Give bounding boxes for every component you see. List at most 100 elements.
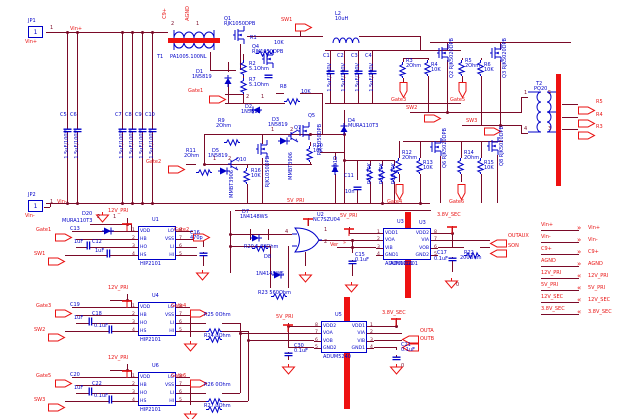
ground-symbol [183, 407, 198, 419]
pin-number: 5 [315, 345, 318, 350]
pin-stub [176, 331, 183, 332]
capacitor-symbol [354, 62, 363, 81]
wire [46, 203, 430, 204]
ref-label-d8: D8 [264, 254, 272, 260]
ref-label-r1: R1 [250, 35, 257, 41]
pin-number: 2 [370, 330, 373, 335]
wire [440, 156, 441, 203]
wire [320, 152, 344, 153]
ref-label-1uf: 1uF [74, 239, 84, 245]
wire [480, 247, 490, 248]
net-port-3.8v-sec: 3.8V_SEC [541, 306, 565, 312]
pin-number: 6 [179, 320, 182, 325]
ref-label-1: 1 [324, 227, 328, 233]
capacitor-symbol [392, 348, 401, 367]
bjt-symbol [228, 156, 241, 175]
net-port-vin: Vin- [588, 237, 598, 243]
wire [322, 93, 323, 134]
net-label-r3: R3 [596, 124, 603, 130]
pin-number: 4 [370, 345, 373, 350]
pin-stub [431, 255, 438, 256]
net-label-son: SON [508, 243, 519, 249]
ref-label-q8-rjk5020dpb: Q8 RJK5020DPB [499, 126, 505, 166]
wire [481, 76, 482, 125]
net-arrow-right [55, 227, 73, 246]
pin-label-vdd2: VDD2 [415, 231, 429, 236]
ref-label-c30: C30 [294, 343, 304, 349]
wire [243, 94, 244, 103]
wire [344, 110, 345, 203]
ic-part-adum5240: ADUM5240 [323, 354, 351, 360]
net-label-12v-pri: 12V_PRI [108, 208, 129, 214]
pin-number: 1 [370, 323, 373, 328]
ref-label-1.5uf-100v: 1.5uF/100V [139, 130, 145, 159]
pin-stub [314, 348, 321, 349]
ref-label-r8: R8 [280, 84, 287, 90]
net-arrow-left [401, 329, 419, 348]
net-chevron: » [577, 248, 582, 256]
resistor-symbol [476, 60, 485, 80]
power-tap [344, 221, 354, 240]
pin-label-voa: VOA [323, 331, 333, 337]
ref-label-4: 4 [285, 229, 289, 235]
wire [222, 393, 240, 394]
net-chevron: « [577, 284, 582, 292]
capacitor-symbol [63, 120, 72, 139]
ic-ref-u4: U4 [152, 293, 159, 299]
ref-label-d4: D4 [348, 118, 356, 124]
resistor-symbol [256, 42, 272, 61]
pin-label-gnd2: GND2 [323, 346, 337, 351]
net-arrow-right [424, 108, 442, 127]
junction-dot [203, 163, 206, 166]
junction-dot [247, 339, 250, 342]
wire [240, 333, 314, 334]
junction-dot [499, 124, 502, 127]
junction-dot [419, 202, 422, 205]
wire [240, 323, 241, 393]
capacitor-symbol [84, 235, 93, 254]
wire [352, 240, 353, 247]
ref-label-r12: R12 [402, 150, 412, 156]
pin-number: 3 [132, 320, 135, 325]
wire [403, 58, 428, 59]
ref-label-r27-0ohm: R27 0Ohm [204, 403, 231, 409]
ref-label-adum1201: ADUM1201 [390, 261, 418, 267]
mosfet-symbol [262, 50, 277, 72]
pin-stub [431, 233, 438, 234]
pin-label-vdd: VDD [140, 305, 151, 310]
wire [382, 160, 383, 166]
pin-stub [176, 393, 183, 394]
junction-dot [131, 202, 134, 205]
ref-label-1: 1 [524, 90, 528, 96]
ref-label-1.5uf-100v: 1.5uF/100V [74, 130, 80, 159]
wire [374, 333, 402, 334]
resistor-symbol [206, 328, 222, 347]
wire [76, 239, 131, 240]
ref-label-1n5819: 1N5819 [192, 74, 212, 80]
ref-label-q1: Q1 [224, 16, 232, 22]
ref-label-1uf: 1uF [95, 248, 105, 254]
ref-label-470p: 470p [190, 235, 203, 241]
junction-dot [239, 332, 242, 335]
pin-stub [314, 333, 321, 335]
mosfet-symbol [437, 44, 452, 66]
capacitor-symbol [104, 243, 113, 262]
wire [268, 229, 269, 240]
wire [204, 134, 205, 164]
ref-label-r20-1.2kohm: R20 1.2KOhm [244, 244, 279, 250]
ref-label-2: 2 [290, 127, 294, 133]
ref-label-1n5819: 1N5819 [268, 122, 288, 128]
ref-label-10k: 10K [251, 173, 261, 179]
wire [452, 257, 453, 272]
wire [438, 240, 490, 241]
capacitor-symbol [199, 244, 208, 263]
pin-number: 2 [132, 236, 135, 241]
pin-number: 2 [132, 382, 135, 387]
wire [374, 347, 396, 348]
net-label-agnd: AGND [185, 6, 191, 21]
resistor-symbol [224, 131, 240, 150]
ref-label-c1: C1 [323, 53, 330, 59]
pin-number: 4 [132, 398, 135, 403]
resistor-symbol [365, 166, 374, 186]
mosfet-symbol [430, 138, 445, 160]
